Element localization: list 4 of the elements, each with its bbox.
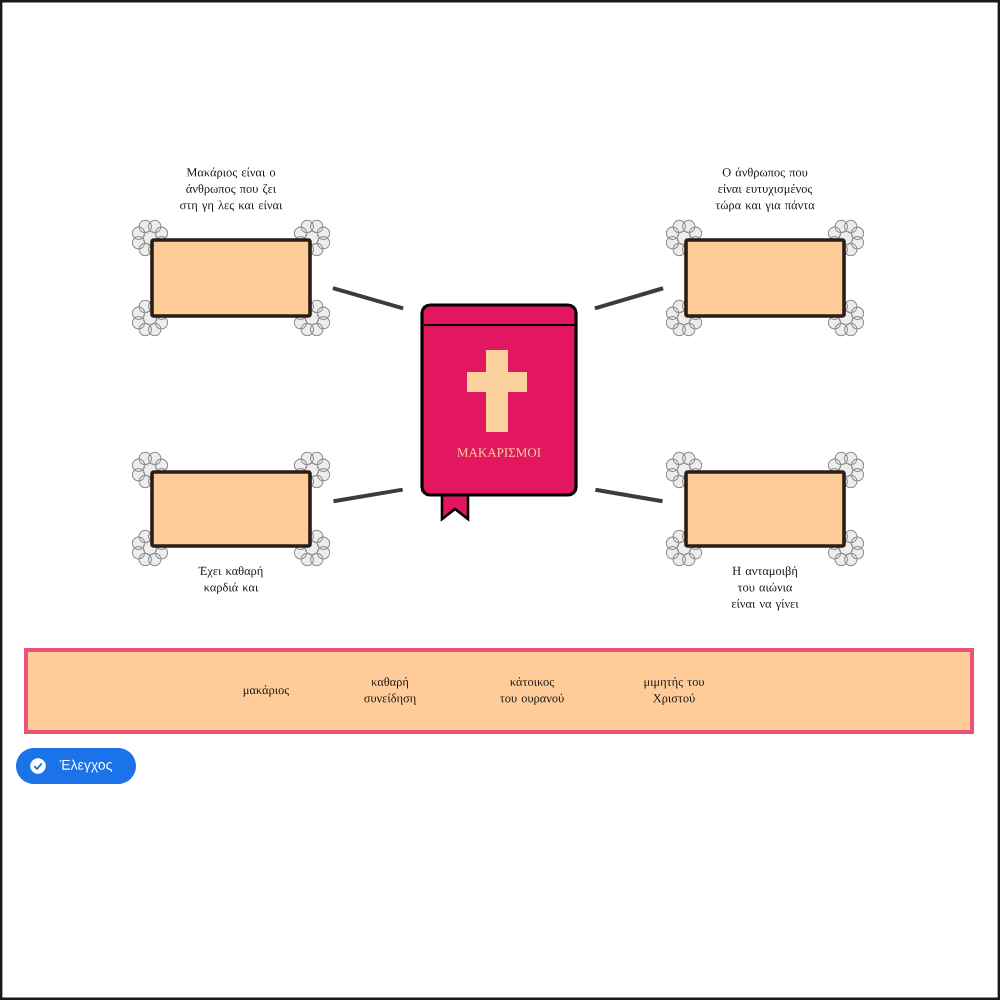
connector-line	[332, 286, 404, 311]
connector-line	[594, 286, 664, 311]
connector-line	[595, 487, 663, 504]
connector-line	[333, 487, 403, 504]
